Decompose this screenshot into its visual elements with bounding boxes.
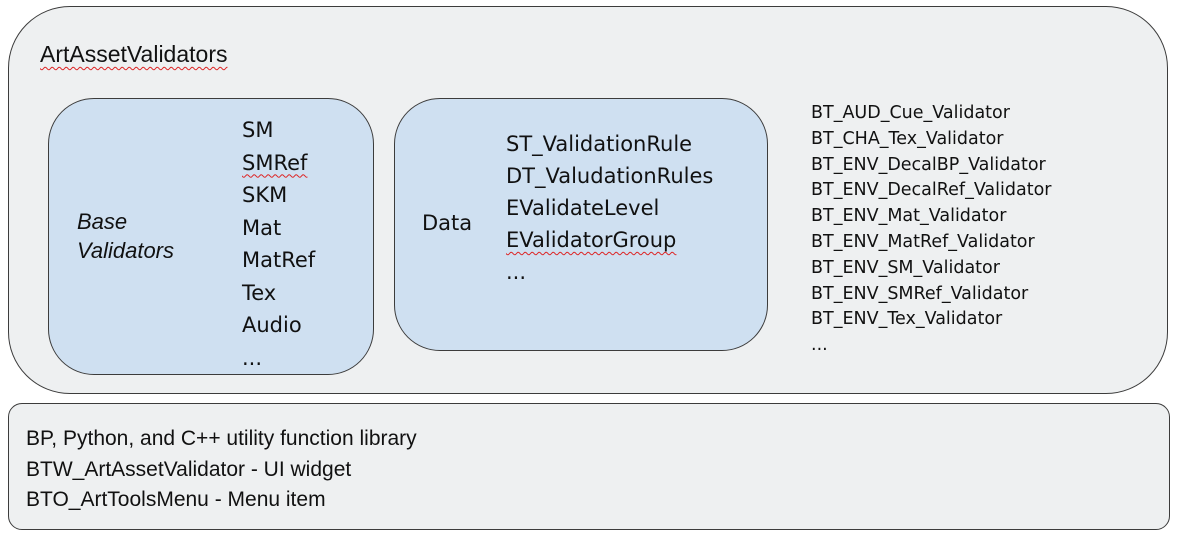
list-item: Audio (242, 313, 302, 337)
base-validators-label-line1: Base (77, 209, 128, 234)
list-item: BT_CHA_Tex_Validator (811, 128, 1004, 149)
list-item: ST_ValidationRule (506, 132, 693, 156)
list-item: BTO_ArtToolsMenu - Menu item (26, 488, 326, 511)
base-validators-list: SM SMRef SKM Mat MatRef Tex Audio ... (242, 114, 315, 374)
list-item: ... (811, 335, 828, 356)
list-item: EValidateLevel (506, 196, 660, 220)
list-item: ... (506, 260, 527, 284)
list-item: BT_ENV_SMRef_Validator (811, 283, 1029, 304)
list-item: BTW_ArtAssetValidator - UI widget (26, 457, 352, 481)
list-item: SKM (242, 183, 288, 207)
bt-validators-list: BT_AUD_Cue_Validator BT_CHA_Tex_Validato… (811, 101, 1051, 359)
utility-library-list: BP, Python, and C++ utility function lib… (26, 424, 417, 516)
list-item: SM (242, 118, 274, 142)
list-item: Mat (242, 215, 282, 240)
utility-library-box (8, 403, 1170, 530)
base-validators-label: Base Validators (77, 207, 174, 265)
list-item: BT_ENV_SM_Validator (811, 257, 1000, 278)
list-item: ... (242, 345, 263, 370)
list-item: EValidatorGroup (506, 228, 677, 252)
list-item: BT_ENV_Mat_Validator (811, 206, 1007, 227)
list-item: Tex (242, 280, 277, 305)
base-validators-label-line2: Validators (77, 238, 175, 263)
list-item: BT_AUD_Cue_Validator (811, 103, 1010, 123)
list-item: MatRef (242, 248, 316, 272)
list-item: SMRef (242, 150, 308, 175)
base-validators-box (48, 98, 374, 375)
data-box (394, 98, 768, 351)
list-item: BT_ENV_DecalBP_Validator (811, 154, 1046, 175)
list-item: BT_ENV_MatRef_Validator (811, 231, 1035, 252)
list-item: DT_ValudationRules (506, 164, 714, 188)
data-label: Data (422, 211, 473, 235)
list-item: BT_ENV_Tex_Validator (811, 309, 1003, 330)
list-item: BT_ENV_DecalRef_Validator (811, 180, 1052, 201)
container-title: ArtAssetValidators (40, 41, 228, 67)
list-item: BP, Python, and C++ utility function lib… (26, 427, 417, 450)
data-list: ST_ValidationRule DT_ValudationRules EVa… (506, 128, 713, 288)
